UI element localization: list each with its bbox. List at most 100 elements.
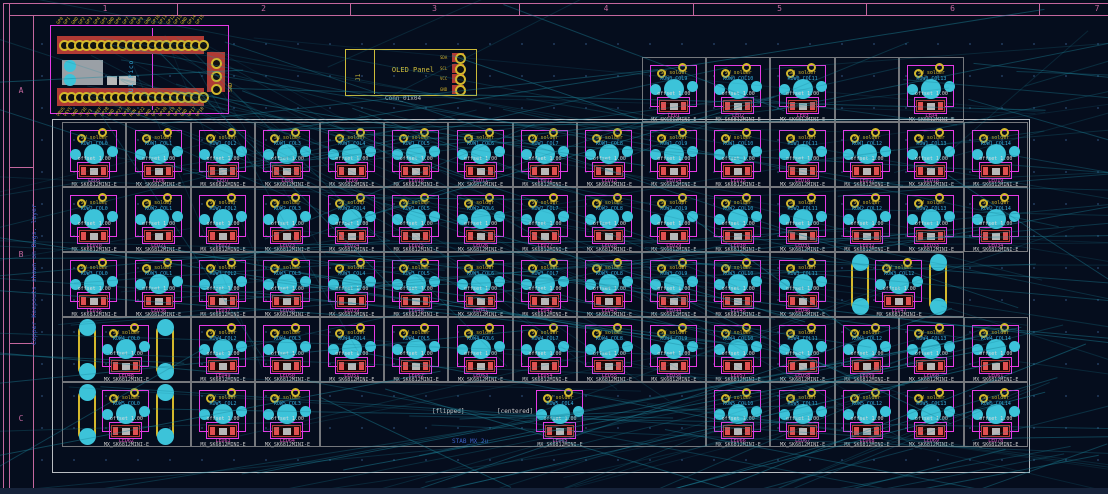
mount-hole: [528, 133, 537, 143]
mount-hole: [528, 263, 537, 273]
switch-pad-right: [300, 145, 312, 157]
mcu-hole-top: [197, 40, 209, 51]
switch-pad-right: [751, 340, 763, 352]
offset-label: offset 1.00: [464, 350, 498, 357]
horizontal-scrollbar[interactable]: [0, 488, 1108, 494]
led-lens: [219, 427, 227, 435]
footprint-name: MX_SK6812MINI-E: [200, 247, 246, 253]
led-body: [723, 359, 753, 372]
offset-label: offset 1.00: [786, 415, 820, 422]
mount-hole: [334, 198, 344, 208]
key-cell: [62, 122, 127, 187]
key-cell: [512, 187, 578, 252]
switch-pad-left: [971, 343, 983, 355]
led-pad: [230, 231, 235, 236]
offset-label: offset 1.00: [335, 155, 369, 162]
switch-pad-left: [649, 213, 661, 225]
footprint-name: MX_SK6812MINI-E: [586, 377, 632, 383]
mount-hole: [806, 127, 816, 137]
footprint-name: MX_SK6812MINI-E: [844, 247, 890, 253]
led-lens: [219, 297, 227, 305]
led-pad: [660, 296, 666, 301]
led-pad: [809, 300, 815, 305]
key-cell: [190, 187, 256, 252]
switch-pad-right: [686, 210, 698, 222]
led-reference: LED1: [667, 112, 680, 119]
led-pad: [660, 231, 666, 236]
led-reference: LED34: [988, 242, 1004, 249]
